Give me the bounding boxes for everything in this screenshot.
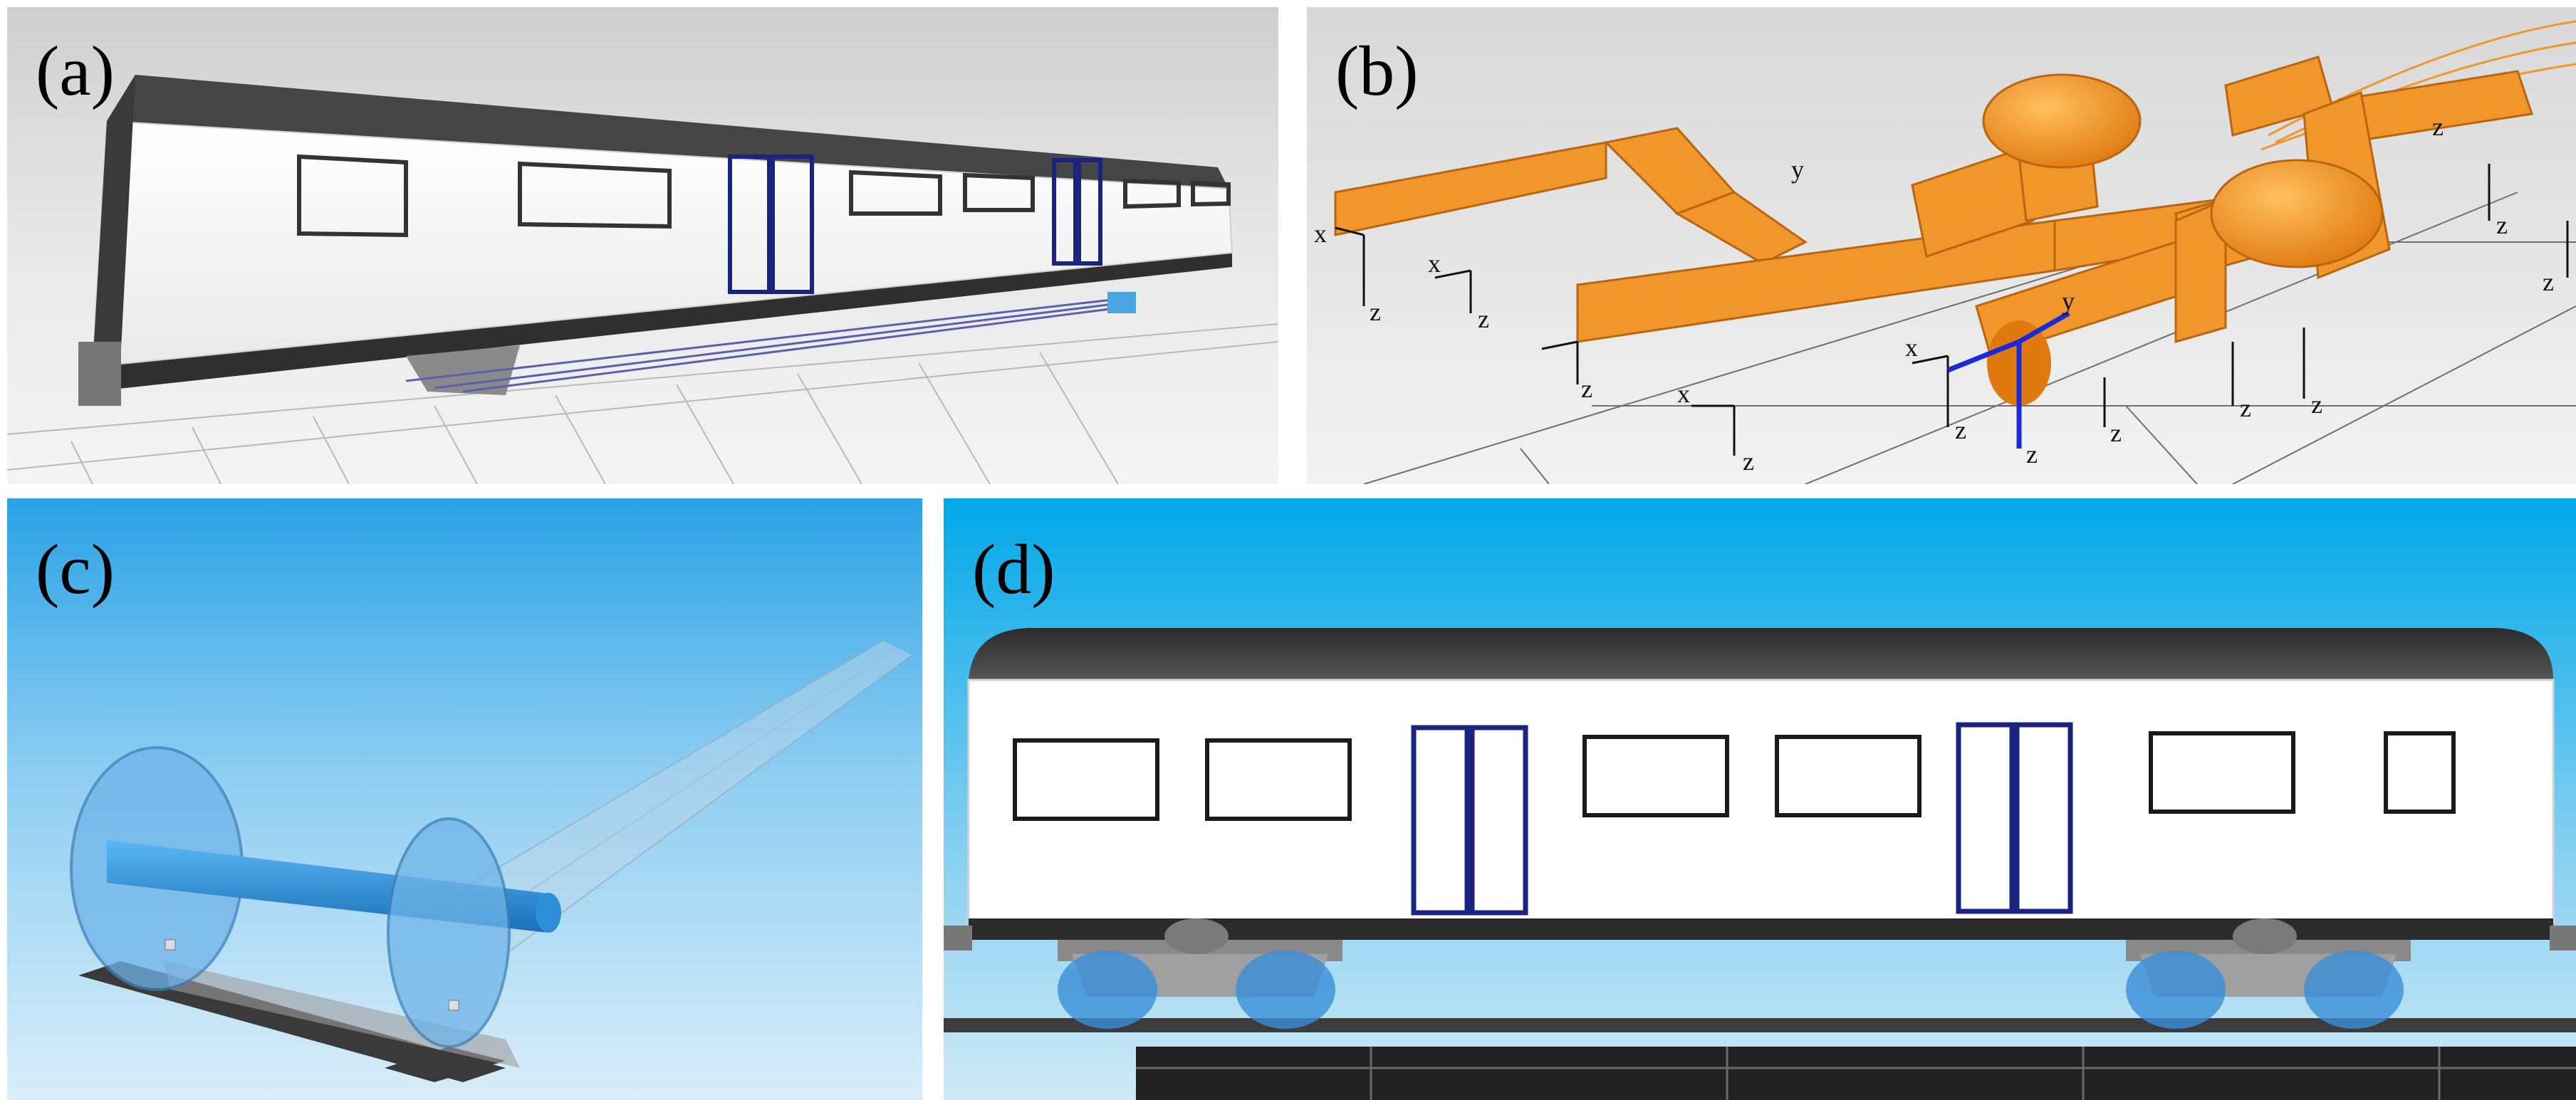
panel-label-a: (a) <box>36 31 115 110</box>
ground-grid <box>1363 192 2576 484</box>
contact-marker <box>448 1000 459 1011</box>
axis-z-label: z <box>1478 305 1489 333</box>
air-spring-left <box>1982 73 2142 169</box>
full-vehicle-illustration <box>944 498 2576 1100</box>
axis-z-label: z <box>2240 394 2251 422</box>
axis-z-label: z <box>1370 298 1381 326</box>
coupler <box>78 342 121 406</box>
bogie-frame <box>1334 56 2533 357</box>
car-roof <box>969 628 2553 680</box>
wheel-right <box>387 817 511 1048</box>
bogie-right <box>2126 918 2411 1029</box>
doors <box>728 154 1102 294</box>
contact-marker <box>165 939 176 950</box>
car-body-side <box>967 679 2555 923</box>
track <box>944 1018 2576 1100</box>
axis-x-label: x <box>1428 249 1441 278</box>
windows <box>1013 731 2456 821</box>
bogie-left <box>1058 918 1342 1029</box>
axle-end <box>536 893 561 933</box>
car-end <box>93 75 135 367</box>
panel-label-c: (c) <box>36 530 115 609</box>
bogie-marker <box>1107 292 1136 313</box>
axis-z-label: z <box>2311 390 2322 419</box>
axis-z-label: z <box>2543 268 2554 296</box>
underframe <box>93 253 1232 392</box>
panel-label-b: (b) <box>1335 31 1419 110</box>
panel-d-full-vehicle-model: (d) <box>944 498 2576 1100</box>
panel-b-bogie-frame-model: x z z x z z x x z z z y z z z z z y (b) <box>1307 7 2576 484</box>
highlight-frame <box>1946 310 2070 449</box>
suspension-lines <box>405 298 1133 393</box>
coupler-left <box>944 926 972 950</box>
wheelset-illustration <box>7 498 922 1100</box>
axis-z-label: z <box>1955 416 1966 444</box>
axis-x-label: x <box>1905 333 1918 362</box>
under-equipment <box>406 345 520 395</box>
axis-x-label: x <box>1677 379 1690 408</box>
car-roof <box>107 75 1229 189</box>
axis-z-label: z <box>2432 112 2444 141</box>
bogie-frame-illustration: x z z x z z x x z z z y z z z z z y <box>1307 7 2576 484</box>
axis-y-label: y <box>2062 287 2075 315</box>
panel-label-d: (d) <box>972 530 1055 609</box>
axis-z-label: z <box>2496 211 2508 239</box>
car-body-illustration <box>7 7 1278 484</box>
panel-a-car-body-model: (a) <box>7 7 1278 484</box>
car-body-side <box>91 120 1234 368</box>
panel-c-wheelset-model: (c) <box>7 498 922 1100</box>
doors <box>1411 722 2073 916</box>
air-spring-right <box>2210 159 2384 268</box>
windows <box>297 154 1231 238</box>
axis-z-label: z <box>2026 440 2038 468</box>
axis-y-label: y <box>1791 155 1804 184</box>
axis-z-label: z <box>1581 374 1592 403</box>
axis-z-label: z <box>1743 447 1754 476</box>
coupler-right <box>2550 926 2576 950</box>
axis-x-label: x <box>1314 219 1327 248</box>
axis-labels: x z z x z z x x z z z y z z z z z y <box>1314 112 2554 476</box>
coordinate-frames <box>1335 164 2569 456</box>
ground-grid <box>7 323 1278 484</box>
axis-z-label: z <box>2110 419 2122 447</box>
